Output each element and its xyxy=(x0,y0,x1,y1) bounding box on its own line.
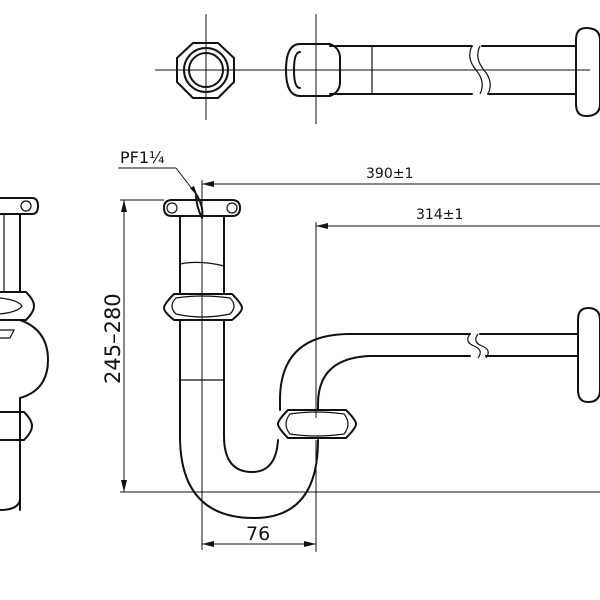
front-view-break-left xyxy=(467,333,481,359)
side-view-bottom xyxy=(0,499,21,511)
side-view-nut-lip xyxy=(0,297,23,315)
front-view-cap-stem xyxy=(195,193,204,219)
dim-390-arrow xyxy=(202,181,214,187)
front-view-u-bend-inner xyxy=(223,379,279,473)
front-view-lower-nut xyxy=(277,409,357,439)
dim-76-arrow-right xyxy=(304,541,316,547)
front-view-cap-bolt-left xyxy=(166,202,178,214)
front-view xyxy=(163,180,600,550)
top-view-nut-right-inner xyxy=(293,51,301,89)
top-view-wall-flange xyxy=(575,27,600,117)
top-view-nut-right-left xyxy=(285,43,301,97)
top-view xyxy=(155,14,600,124)
side-view-body-mark xyxy=(0,329,15,339)
front-view-upper-nut-inner xyxy=(171,295,235,318)
thread-label: PF1¼ xyxy=(120,148,165,167)
dim-76-arrow-left xyxy=(202,541,214,547)
front-view-upper-nut xyxy=(163,293,243,321)
top-view-break-left xyxy=(469,45,483,95)
front-view-arm-inner-curve xyxy=(317,355,371,411)
side-view-cap-bolt xyxy=(20,200,32,212)
front-view-lower-nut-inner xyxy=(285,411,349,437)
height-range-label: 245–280 xyxy=(101,293,125,384)
dim-height-arrow-bottom xyxy=(121,480,127,492)
front-view-cap xyxy=(163,199,241,217)
side-view xyxy=(0,197,49,511)
length-inner-label: 314±1 xyxy=(416,207,463,223)
front-view-wall-flange xyxy=(577,307,600,403)
top-view-break-right xyxy=(477,45,491,95)
top-view-nut-left xyxy=(176,42,235,99)
side-view-lower-nut xyxy=(0,411,33,441)
front-view-u-bend-outer xyxy=(179,379,319,519)
dimensions xyxy=(118,167,600,552)
front-view-cap-bolt-right xyxy=(226,202,238,214)
front-view-upper-tube-mark xyxy=(179,261,225,267)
side-view-cap xyxy=(0,197,39,215)
side-view-body-curve xyxy=(19,319,49,399)
front-view-break-right xyxy=(475,333,489,359)
dim-height-arrow-top xyxy=(121,200,127,212)
dim-314-arrow xyxy=(316,223,328,229)
thread-leader-arrow xyxy=(190,186,198,197)
side-view-nut xyxy=(0,291,35,321)
length-outer-label: 390±1 xyxy=(366,166,413,182)
front-view-arm-outer-curve xyxy=(279,333,351,411)
trap-width-label: 76 xyxy=(246,523,270,545)
